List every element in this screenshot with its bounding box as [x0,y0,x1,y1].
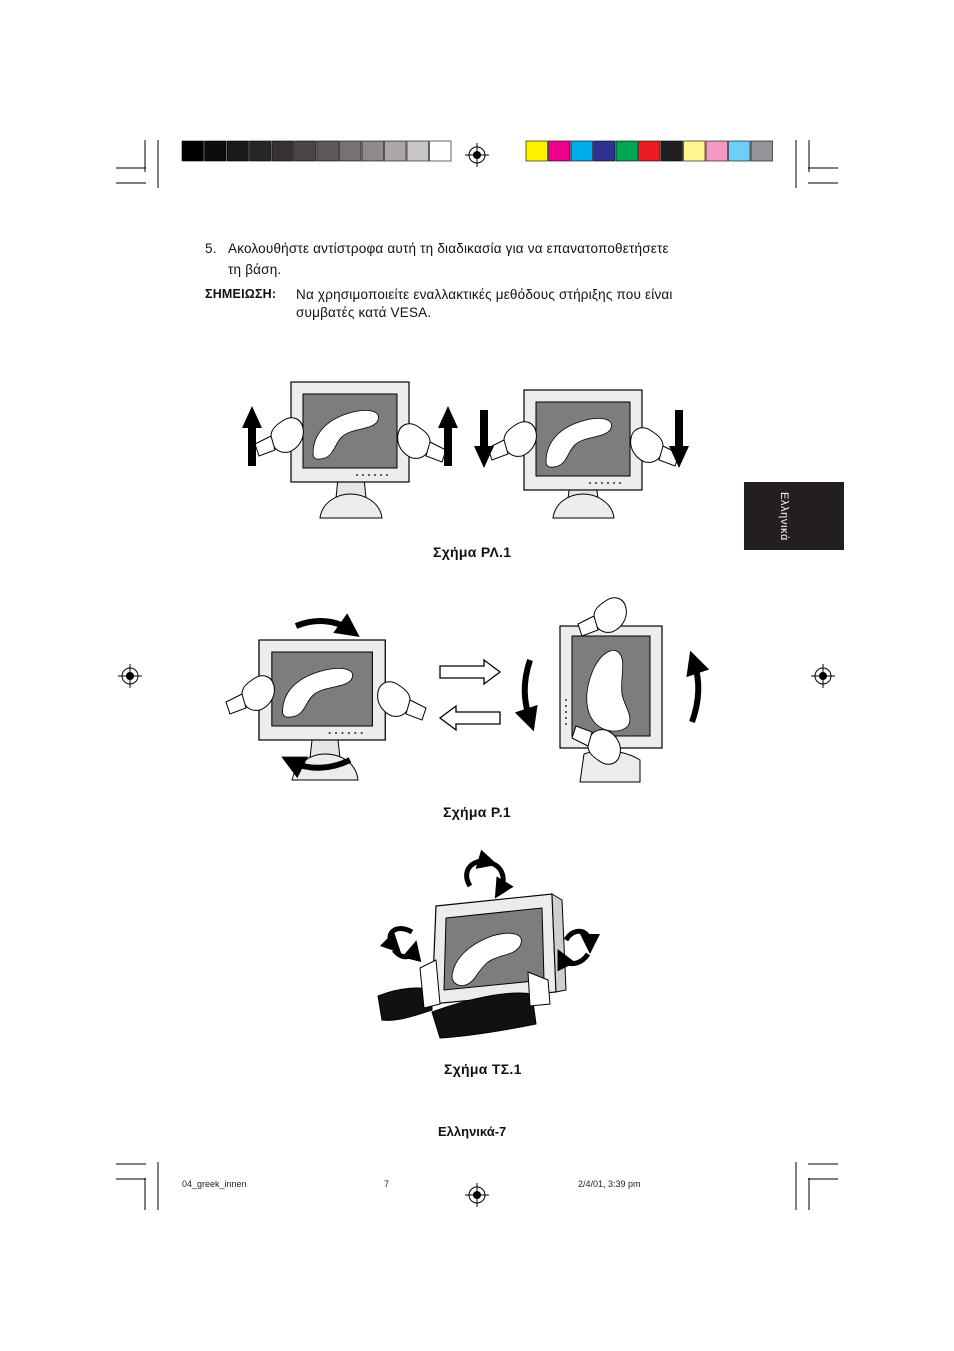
figure-pivot [225,597,710,783]
note-label: ΣΗΜΕΙΩΣΗ: [205,287,277,301]
left-arm [377,987,433,1021]
color-swatch [339,140,362,162]
gray-color-bar [181,140,452,162]
color-swatch [226,140,249,162]
color-swatch [204,140,227,162]
slug-page: 7 [384,1179,390,1189]
color-swatch [294,140,317,162]
slug-filename: 04_greek_innen [182,1179,247,1189]
color-swatch [316,140,339,162]
process-color-bar [525,140,773,162]
step-5-text: Ακολουθήστε αντίστροφα αυτή τη διαδικασί… [228,241,669,256]
color-swatch [750,140,773,162]
tilt-arrows [464,849,514,899]
step-5-text-continued: τη βάση. [228,262,282,277]
note-text: Να χρησιμοποιείτε εναλλακτικές μεθόδους … [296,287,673,302]
swivel-arrow-right [557,928,600,972]
height-arrows-down [474,410,689,468]
monitor-portrait [559,597,663,783]
color-swatch [249,140,272,162]
color-swatch [615,140,638,162]
slug-timestamp: 2/4/01, 3:39 pm [578,1179,641,1189]
note-text-continued: συμβατές κατά VESA. [296,305,432,320]
color-swatch [525,140,548,162]
figure-height-adjust [242,381,689,519]
height-arrows-up [242,406,458,466]
rotate-arrow-base [281,756,352,779]
language-side-tab-label: Ελληνικά [778,491,790,541]
color-swatch [728,140,751,162]
figure-3-caption: Σχήμα ΤΣ.1 [444,1061,522,1077]
step-5-number: 5. [205,241,217,256]
monitor-lowered [487,389,680,519]
color-swatch [406,140,429,162]
color-swatch [705,140,728,162]
color-swatch [384,140,407,162]
registration-target-right [811,664,835,688]
monitor-raised [254,381,447,519]
pivot-direction-arrows [438,658,502,732]
figure-2-caption: Σχήμα Ρ.1 [443,804,511,820]
monitor-landscape [225,639,427,781]
figure-tilt-swivel [377,849,600,1039]
registration-target-bottom [465,1183,489,1207]
color-swatch [593,140,616,162]
registration-target-left [118,664,142,688]
rotate-arrow-top [294,613,360,637]
figure-1-caption: Σχήμα ΡΛ.1 [433,544,512,560]
page-number-label: Ελληνικά-7 [438,1124,507,1139]
swivel-arrow-left [379,926,422,963]
color-swatch [429,140,452,162]
crop-marks [116,140,838,1210]
color-swatch [181,140,204,162]
color-swatch [660,140,683,162]
right-arm [431,992,537,1039]
language-side-tab: Ελληνικά [744,482,844,550]
rotate-arrow-right [686,650,710,724]
rotate-arrow-left [514,659,538,732]
color-swatch [683,140,706,162]
color-swatch [548,140,571,162]
color-swatch [271,140,294,162]
registration-target-top [465,143,489,167]
color-swatch [570,140,593,162]
color-swatch [638,140,661,162]
color-swatch [361,140,384,162]
